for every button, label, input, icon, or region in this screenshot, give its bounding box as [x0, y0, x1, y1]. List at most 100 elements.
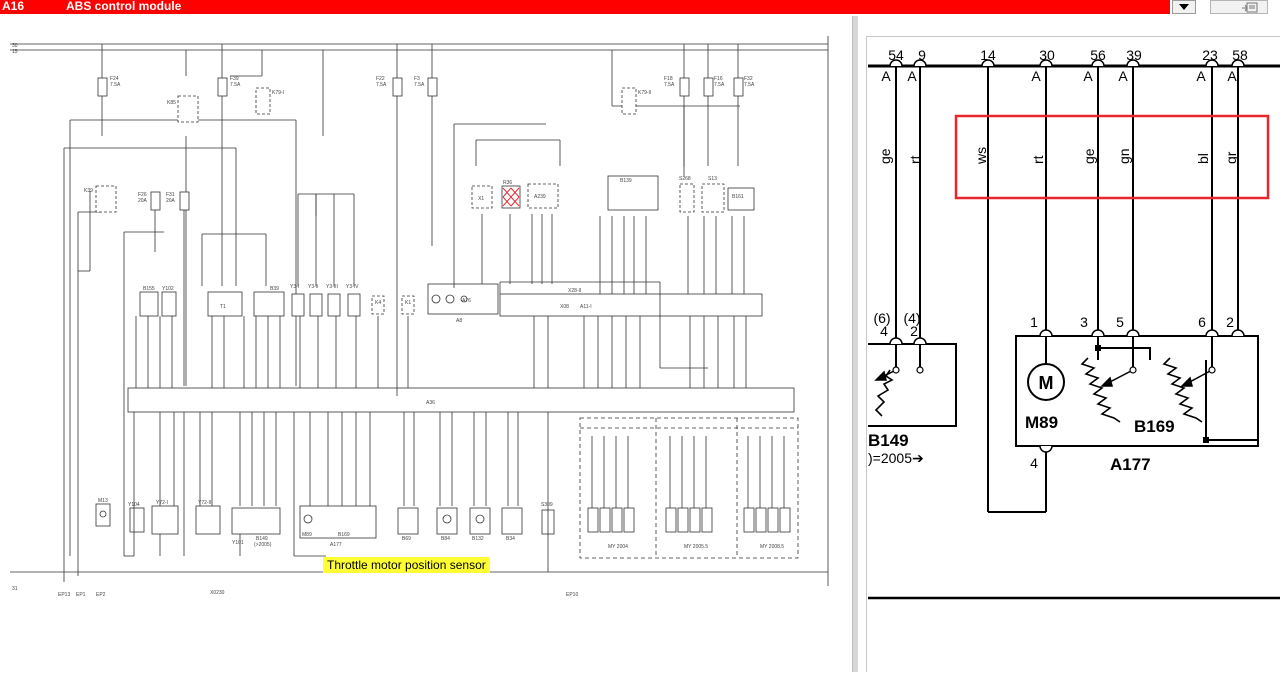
component-label: Y72-I	[156, 500, 168, 506]
sensor-label: S13	[708, 176, 717, 182]
fuse-rating: 7.5A	[664, 82, 675, 88]
pin-number: 58	[1232, 47, 1248, 63]
module-label: A11-I	[580, 304, 592, 310]
wire-color-label: rt	[907, 155, 923, 164]
m89-label: M89	[1025, 413, 1058, 432]
fuse-label: F32	[744, 76, 753, 82]
component-label: B132	[472, 536, 484, 542]
throttle-sensor-highlight-label: Throttle motor position sensor	[323, 557, 490, 573]
component-label: B169	[338, 532, 350, 538]
b169-label: B169	[1134, 417, 1175, 436]
wire-color-label: bl	[1195, 153, 1211, 164]
sensor-label: Y3-IV	[346, 284, 359, 290]
ground-label: EP10	[566, 592, 578, 598]
fuse-label: F16	[714, 76, 723, 82]
fuse-rating: 7.5A	[414, 82, 425, 88]
module-dropdown-button[interactable]	[1172, 0, 1196, 14]
pin-number: 39	[1126, 47, 1142, 63]
sensor-label: X1	[478, 196, 484, 202]
module-label: A8	[456, 318, 462, 324]
component-label: B34	[506, 536, 515, 542]
wire-color-label: gr	[1223, 151, 1239, 164]
pin-letter: A	[1118, 68, 1128, 84]
fuse-rating: 7.5A	[376, 82, 387, 88]
relay-label: K39	[84, 188, 93, 194]
a177-pin: 3	[1080, 314, 1088, 330]
module-label: A36	[426, 400, 435, 406]
wire-color-label: ws	[973, 147, 989, 165]
a177-pin: 6	[1198, 314, 1206, 330]
motor-icon	[1027, 363, 1065, 401]
sensor-label: S268	[679, 176, 691, 182]
my-group-label: MY 2008.5	[760, 544, 784, 550]
component-label: B149	[256, 536, 268, 542]
detail-frame	[866, 36, 1280, 672]
window-titlebar: A16 ABS control module	[0, 0, 1170, 14]
rail-label-30: 30	[12, 43, 18, 49]
module-label: A76	[462, 298, 471, 304]
module-ref: X08	[560, 304, 569, 310]
toolbar-button[interactable]	[1210, 0, 1268, 14]
pin-number: 56	[1090, 47, 1106, 63]
relay-label: K85	[167, 100, 176, 106]
component-label: B84	[441, 536, 450, 542]
b149-pin: 4	[880, 323, 888, 339]
fuse-label: F3	[414, 76, 420, 82]
ground-label: EP13	[58, 592, 70, 598]
export-icon	[1242, 2, 1258, 13]
wire-color-label: rt	[1030, 155, 1046, 164]
pin-number: 23	[1202, 47, 1218, 63]
fuse-label: F22	[376, 76, 385, 82]
wiring-diagram-overview: 30 15 31 F24 7.5A F39 7.5A F22 7.5A F3 7…	[10, 36, 829, 598]
fuse-label: F39	[230, 76, 239, 82]
module-code: A16	[2, 0, 25, 13]
component-label: Y101	[232, 540, 244, 546]
sensor-label: B161	[732, 194, 744, 200]
a177-pin: 1	[1030, 314, 1038, 330]
pin-number: 54	[888, 47, 904, 63]
wiring-detail-diagram: M 54 9 14 30 56 39 23 58 A A A A A A	[868, 47, 1280, 600]
relay-label: K79-II	[638, 90, 651, 96]
component-label: A177	[330, 542, 342, 548]
b149-pin: (6)	[873, 310, 890, 326]
b149-note: )=2005➔	[868, 450, 924, 466]
fuse-label: F31	[166, 192, 175, 198]
pin-number: 9	[918, 47, 926, 63]
a177-label: A177	[1110, 455, 1151, 474]
component-label: Y72-II	[198, 500, 211, 506]
sensor-label: K1	[405, 300, 411, 306]
m89-symbol: M	[1039, 373, 1054, 393]
ground-code: X0230	[210, 590, 225, 596]
pin-letter: A	[1227, 68, 1237, 84]
rail-label-31: 31	[12, 586, 18, 592]
pin-number: 30	[1039, 47, 1055, 63]
fuse-rating: 7.5A	[230, 82, 241, 88]
component-label: M13	[98, 498, 108, 504]
fuse-rating: 7.5A	[744, 82, 755, 88]
overview-diagram-pane[interactable]: 30 15 31 F24 7.5A F39 7.5A F22 7.5A F3 7…	[0, 16, 852, 672]
detail-zoom-pane[interactable]: M 54 9 14 30 56 39 23 58 A A A A A A	[858, 16, 1280, 672]
window-title: ABS control module	[66, 0, 182, 13]
sensor-label: Y3-II	[308, 284, 319, 290]
a177-pin: 5	[1116, 314, 1124, 330]
sensor-label: Y3-I	[290, 284, 299, 290]
component-label: B69	[402, 536, 411, 542]
my-group-label: MY 2005.5	[684, 544, 708, 550]
relay-label: K79-I	[272, 90, 284, 96]
fuse-rating: 20A	[166, 198, 176, 204]
fuse-label: F24	[110, 76, 119, 82]
sensor-label: B139	[620, 178, 632, 184]
pane-splitter[interactable]	[852, 16, 858, 672]
wire-color-label: ge	[1081, 148, 1097, 164]
a177-pin-bottom: 4	[1030, 455, 1038, 471]
wire-color-label: ge	[877, 148, 893, 164]
ground-label: EP1	[76, 592, 86, 598]
wire-color-highlight-box	[954, 114, 1270, 200]
b149-label: B149	[868, 431, 909, 450]
component-label: S309	[541, 502, 553, 508]
pin-number: 14	[980, 47, 996, 63]
fuse-rating: 7.5A	[714, 82, 725, 88]
wire-color-label: gn	[1116, 148, 1132, 164]
a177-pin: 2	[1226, 314, 1234, 330]
fuse-label: F26	[138, 192, 147, 198]
